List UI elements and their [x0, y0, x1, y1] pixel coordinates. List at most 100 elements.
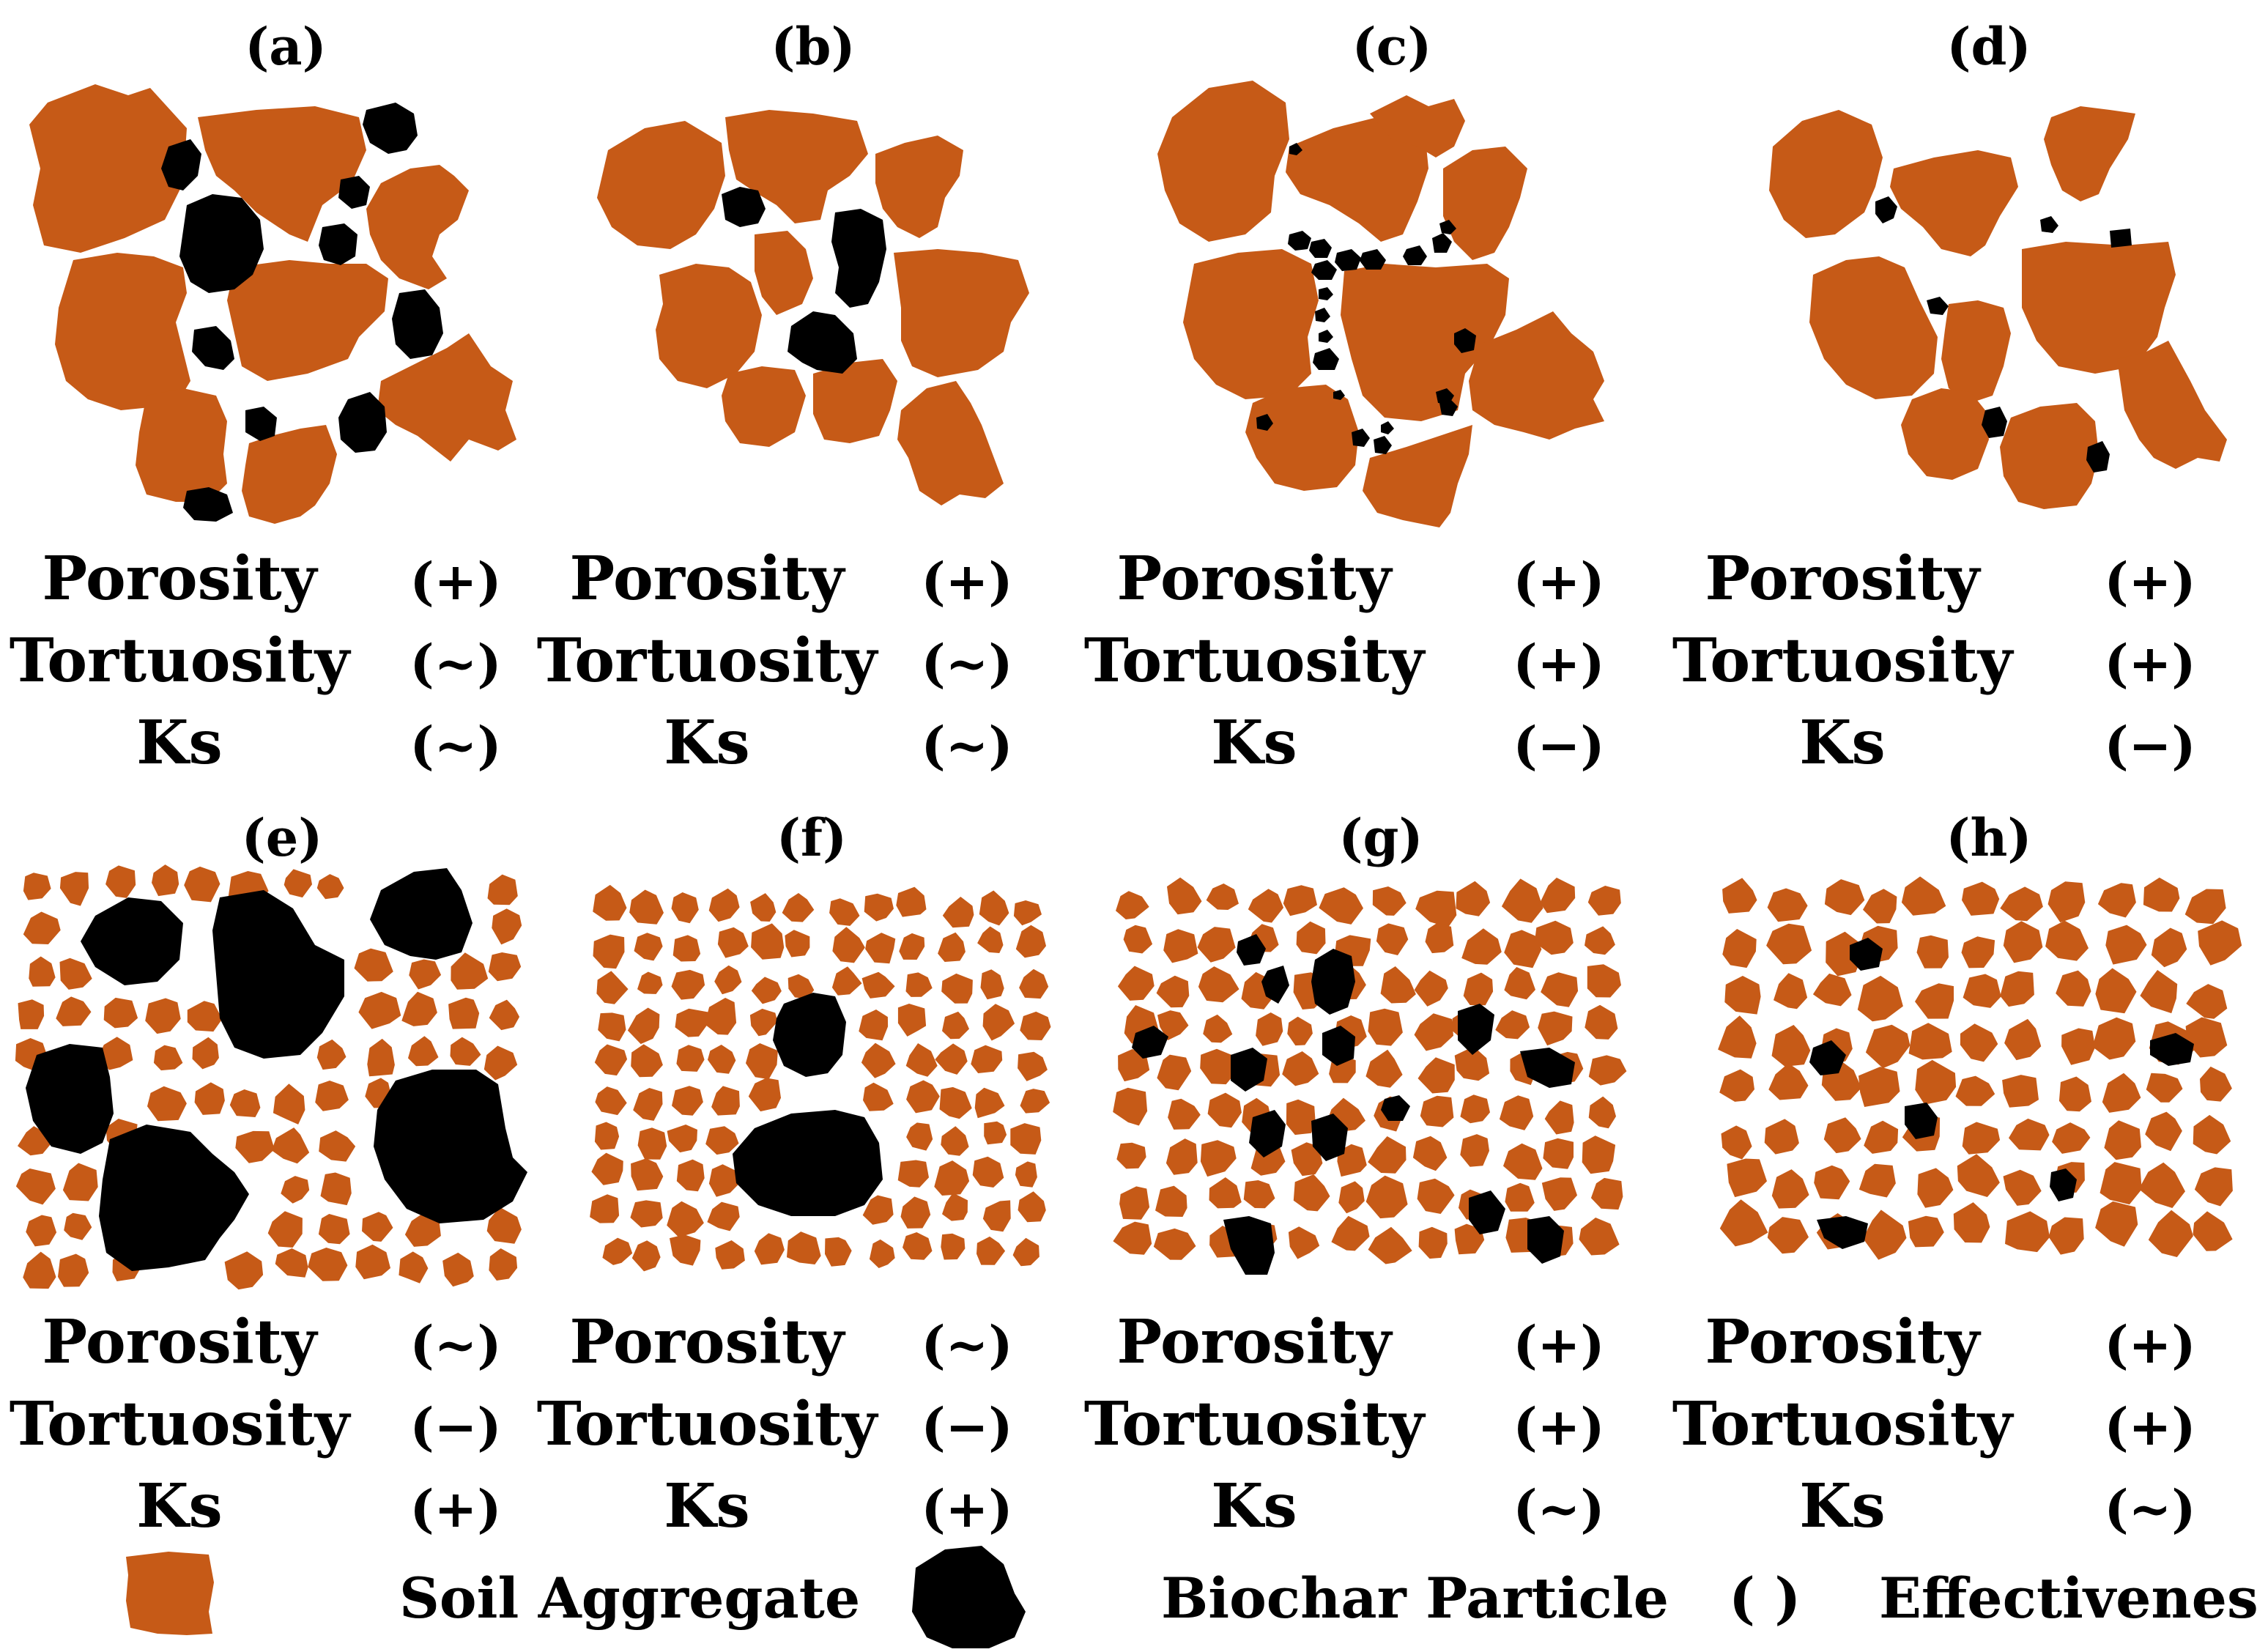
property-effect-porosity: (~) — [922, 1314, 1013, 1375]
soil-aggregate — [1901, 876, 1946, 916]
soil-aggregate — [787, 1231, 821, 1264]
soil-aggregate — [1916, 935, 1949, 968]
soil-aggregate — [1962, 881, 2000, 916]
soil-aggregate — [984, 1121, 1007, 1145]
biochar-particle — [2086, 441, 2110, 473]
soil-aggregate — [1504, 930, 1542, 968]
soil-aggregate — [1722, 929, 1757, 968]
biochar-particle — [1231, 1048, 1267, 1092]
property-effect-ks: (+) — [410, 1478, 502, 1539]
biochar-particle — [1875, 196, 1897, 223]
soil-aggregate — [934, 1160, 970, 1196]
biochar-particle — [1458, 1004, 1494, 1055]
soil-aggregate — [1153, 1228, 1196, 1260]
panel-d: (d) Porosity (+) Tortuosity (+) Ks (−) — [1672, 16, 2227, 778]
panel-title: (d) — [1946, 16, 2031, 77]
soil-aggregate — [2000, 886, 2043, 922]
property-effect-porosity: (+) — [410, 551, 502, 612]
soil-aggregate — [1155, 1185, 1187, 1217]
biochar-particle — [1381, 421, 1394, 434]
property-name-porosity: Porosity — [1705, 544, 1982, 614]
property-effect-porosity: (+) — [2105, 551, 2196, 612]
biochar-particle — [370, 868, 472, 960]
soil-aggregate — [29, 956, 56, 987]
soil-aggregate — [152, 864, 179, 897]
soil-aggregate — [711, 1086, 740, 1116]
soil-aggregate — [676, 1159, 705, 1192]
property-name-porosity: Porosity — [42, 544, 319, 614]
soil-aggregate — [1288, 1226, 1320, 1259]
soil-aggregate — [198, 106, 366, 242]
soil-aggregate — [1156, 975, 1190, 1008]
soil-aggregate — [153, 1045, 183, 1071]
soil-aggregate — [754, 1233, 785, 1265]
soil-aggregate — [59, 958, 92, 990]
biochar-particle — [1288, 231, 1311, 251]
biochar-particle — [1905, 1103, 1938, 1139]
property-effect-tortuosity: (~) — [922, 633, 1013, 694]
soil-aggregate — [1012, 1237, 1039, 1267]
soil-aggregate — [59, 872, 89, 906]
soil-aggregate — [489, 999, 520, 1031]
soil-aggregate — [1283, 885, 1317, 916]
property-name-porosity: Porosity — [1705, 1307, 1982, 1377]
biochar-particle — [1311, 949, 1355, 1015]
soil-aggregate — [594, 1044, 628, 1076]
soil-aggregate — [1582, 1136, 1616, 1174]
soil-aggregate — [596, 971, 629, 1004]
soil-aggregate — [594, 1122, 620, 1150]
property-effect-ks: (~) — [1513, 1478, 1605, 1539]
soil-aggregate — [2186, 984, 2228, 1019]
soil-aggregate — [2193, 1211, 2233, 1251]
biochar-particle — [1403, 245, 1427, 265]
biochar-particle — [1374, 436, 1392, 454]
soil-aggregate — [1460, 1134, 1489, 1167]
property-name-porosity: Porosity — [1117, 1307, 1393, 1377]
soil-aggregate — [2002, 1075, 2039, 1108]
soil-aggregate — [941, 1126, 969, 1156]
biochar-particle — [26, 1044, 114, 1154]
biochar-particle — [1352, 429, 1370, 447]
soil-aggregate — [1365, 1175, 1408, 1219]
soil-aggregate — [667, 1201, 704, 1237]
soil-aggregate — [979, 890, 1009, 926]
soil-aggregate — [23, 873, 51, 900]
soil-aggregate — [1454, 1046, 1490, 1081]
soil-aggregate — [354, 948, 393, 982]
soil-aggregate — [2005, 1211, 2050, 1253]
soil-aggregate — [2193, 1114, 2231, 1155]
property-effect-ks: (−) — [1513, 715, 1605, 776]
soil-aggregate — [2117, 341, 2227, 469]
soil-aggregate — [315, 1081, 349, 1111]
soil-aggregate — [832, 927, 865, 963]
soil-aggregate — [1020, 1089, 1050, 1114]
soil-aggregate — [1414, 1013, 1453, 1051]
soil-aggregate — [235, 1130, 275, 1163]
biochar-particle — [1527, 1216, 1564, 1264]
soil-aggregate — [224, 1251, 264, 1290]
soil-aggregate — [704, 998, 737, 1035]
soil-aggregate — [2000, 971, 2034, 1007]
soil-aggregate — [631, 1158, 664, 1191]
soil-aggregate — [865, 933, 896, 964]
soil-aggregate — [637, 971, 663, 994]
property-name-ks: Ks — [1799, 1471, 1885, 1541]
biochar-particle — [1322, 1026, 1355, 1066]
soil-aggregate — [1953, 1202, 1990, 1243]
soil-aggregate — [184, 866, 220, 903]
panel-title: (a) — [245, 16, 327, 77]
soil-aggregate — [708, 1045, 736, 1074]
soil-aggregate — [1167, 877, 1202, 915]
soil-aggregate — [487, 874, 518, 905]
soil-aggregate — [1941, 300, 2011, 403]
biochar-particle — [1927, 297, 1949, 315]
soil-aggregate — [751, 923, 785, 960]
panel-e: (e) Porosity (~) Tortuosity (−) Ks (+) — [10, 807, 527, 1541]
panel-title: (f) — [777, 807, 847, 868]
biochar-particle — [338, 176, 370, 209]
soil-aggregate — [1957, 1154, 2000, 1197]
soil-aggregate — [366, 165, 469, 289]
property-name-tortuosity: Tortuosity — [10, 1389, 352, 1459]
soil-aggregate — [1863, 1210, 1907, 1260]
biochar-particle — [722, 187, 766, 227]
